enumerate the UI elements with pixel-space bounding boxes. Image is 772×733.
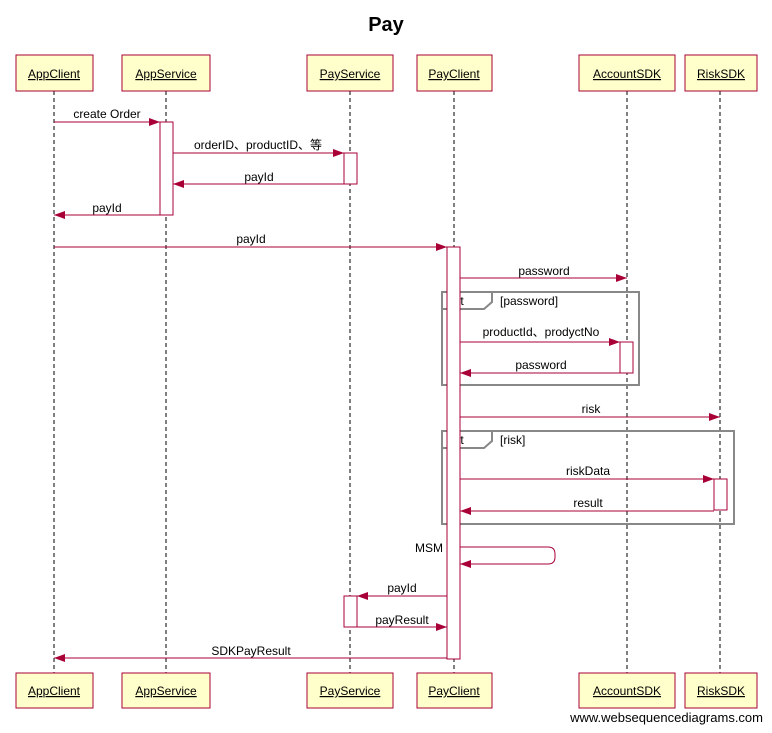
message-label: MSM bbox=[415, 541, 443, 555]
participant-label: RiskSDK bbox=[697, 684, 745, 698]
activation-appservice bbox=[159, 121, 174, 216]
message-label: orderID、productID、等 bbox=[194, 138, 322, 152]
participant-label: AppService bbox=[135, 684, 197, 698]
arrowhead bbox=[460, 369, 471, 377]
participants-top: AppClient AppService PayService PayClien… bbox=[15, 54, 758, 92]
message-label: payId bbox=[236, 232, 265, 246]
arrowhead bbox=[436, 623, 447, 631]
messages: create Order orderID、productID、等 payId p… bbox=[54, 107, 720, 662]
message-label: payId bbox=[244, 170, 273, 184]
arrowhead bbox=[460, 507, 471, 515]
message-line bbox=[460, 546, 556, 565]
arrowhead bbox=[357, 592, 368, 600]
participant-label: PayService bbox=[320, 67, 381, 81]
participants-bottom: AppClient AppService PayService PayClien… bbox=[15, 672, 758, 709]
activations bbox=[159, 121, 728, 660]
message-label: payResult bbox=[375, 613, 429, 627]
participant-risksdk: RiskSDK bbox=[684, 54, 758, 92]
message-label: productId、prodyctNo bbox=[483, 325, 600, 339]
participant-appclient-bottom: AppClient bbox=[15, 672, 94, 709]
participant-label: PayClient bbox=[428, 67, 480, 81]
participant-label: AccountSDK bbox=[593, 684, 661, 698]
arrowhead bbox=[333, 149, 344, 157]
participant-label: PayClient bbox=[428, 684, 480, 698]
message-label: SDKPayResult bbox=[211, 644, 291, 658]
participant-appservice: AppService bbox=[121, 54, 211, 92]
arrowhead bbox=[709, 413, 720, 421]
participant-label: AppClient bbox=[28, 684, 81, 698]
frame-condition: [risk] bbox=[500, 433, 525, 447]
participant-payclient: PayClient bbox=[416, 54, 493, 92]
message-label: result bbox=[573, 496, 603, 510]
participant-label: PayService bbox=[320, 684, 381, 698]
arrowhead bbox=[703, 475, 714, 483]
arrowhead bbox=[436, 243, 447, 251]
participant-appservice-bottom: AppService bbox=[121, 672, 211, 709]
arrowhead bbox=[54, 654, 65, 662]
arrowhead bbox=[616, 274, 627, 282]
message-label: password bbox=[518, 264, 569, 278]
message-label: riskData bbox=[566, 464, 610, 478]
participant-appclient: AppClient bbox=[15, 54, 94, 92]
participant-payservice-bottom: PayService bbox=[306, 672, 394, 709]
arrowhead bbox=[609, 338, 620, 346]
frame-border bbox=[441, 430, 735, 525]
activation-payservice-2 bbox=[343, 595, 358, 628]
frame-condition: [password] bbox=[500, 294, 558, 308]
message-label: risk bbox=[582, 402, 602, 416]
arrowhead bbox=[149, 118, 160, 126]
message-label: password bbox=[515, 358, 566, 372]
participant-label: RiskSDK bbox=[697, 67, 745, 81]
activation-risksdk bbox=[713, 478, 728, 511]
participant-label: AppService bbox=[135, 67, 197, 81]
diagram-title: Pay bbox=[368, 14, 404, 36]
message-label: create Order bbox=[73, 107, 140, 121]
arrowhead bbox=[460, 560, 471, 568]
frame-border bbox=[441, 291, 640, 386]
message-label: payId bbox=[387, 581, 416, 595]
participant-accountsdk-bottom: AccountSDK bbox=[578, 672, 676, 709]
activation-payclient bbox=[446, 246, 461, 660]
activation-accountsdk bbox=[619, 341, 634, 374]
arrowhead bbox=[173, 180, 184, 188]
message-label: payId bbox=[92, 201, 121, 215]
participant-payclient-bottom: PayClient bbox=[416, 672, 493, 709]
participant-accountsdk: AccountSDK bbox=[578, 54, 676, 92]
participant-payservice: PayService bbox=[306, 54, 394, 92]
participant-label: AppClient bbox=[28, 67, 81, 81]
participant-risksdk-bottom: RiskSDK bbox=[684, 672, 758, 709]
arrowhead bbox=[54, 211, 65, 219]
watermark: www.websequencediagrams.com bbox=[569, 710, 763, 725]
activation-payservice bbox=[343, 152, 358, 185]
participant-label: AccountSDK bbox=[593, 67, 661, 81]
